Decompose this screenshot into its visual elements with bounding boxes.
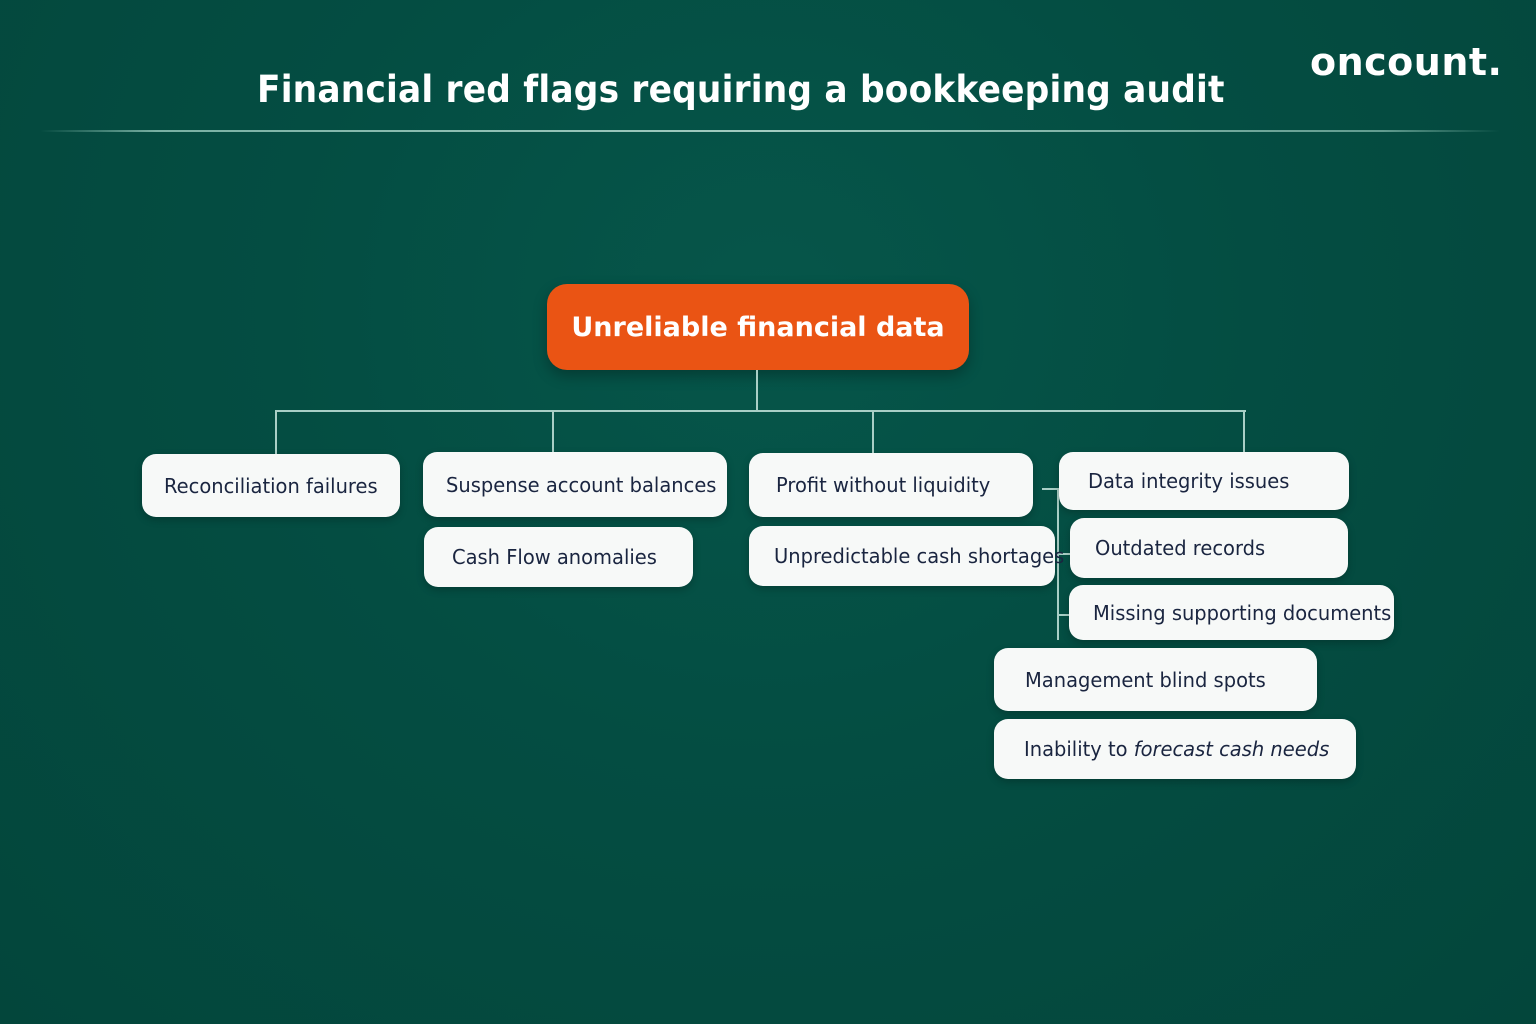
card-label: Unpredictable cash shortages bbox=[774, 544, 1065, 568]
connector-drop-suspense bbox=[552, 410, 554, 453]
card-inability-to-forecast-cash-needs: Inability to forecast cash needs bbox=[994, 719, 1356, 779]
card-suspense-account-balances: Suspense account balances bbox=[423, 452, 727, 517]
card-label: Data integrity issues bbox=[1088, 469, 1290, 493]
card-data-integrity-issues: Data integrity issues bbox=[1059, 452, 1349, 510]
card-label: Inability to forecast cash needs bbox=[1024, 737, 1329, 761]
oncount-logo: oncount. bbox=[1310, 40, 1503, 84]
root-node-label: Unreliable financial data bbox=[571, 311, 945, 343]
card-cash-flow-anomalies: Cash Flow anomalies bbox=[424, 527, 693, 587]
card-label-italic: forecast cash needs bbox=[1133, 737, 1330, 761]
root-node-unreliable-financial-data: Unreliable financial data bbox=[547, 284, 969, 370]
card-outdated-records: Outdated records bbox=[1070, 518, 1348, 578]
connector-tick-missing bbox=[1057, 614, 1070, 616]
card-label: Management blind spots bbox=[1025, 667, 1266, 692]
card-label: Profit without liquidity bbox=[776, 473, 991, 497]
card-label: Missing supporting documents bbox=[1093, 600, 1392, 625]
connector-data-integrity-spine bbox=[1057, 488, 1059, 640]
header-divider bbox=[40, 130, 1500, 132]
connector-profit-to-data-integrity bbox=[1042, 488, 1060, 490]
connector-drop-profit bbox=[872, 410, 874, 454]
card-label: Suspense account balances bbox=[446, 472, 717, 497]
card-label: Reconciliation failures bbox=[164, 473, 378, 498]
page-title: Financial red flags requiring a bookkeep… bbox=[257, 68, 1225, 111]
connector-tick-outdated bbox=[1057, 553, 1070, 555]
card-label: Cash Flow anomalies bbox=[452, 545, 657, 569]
connector-horizontal-bus bbox=[275, 410, 1246, 412]
card-management-blind-spots: Management blind spots bbox=[994, 648, 1317, 711]
connector-drop-reconciliation bbox=[275, 410, 277, 454]
card-label: Outdated records bbox=[1095, 536, 1266, 560]
card-missing-supporting-documents: Missing supporting documents bbox=[1069, 585, 1394, 640]
card-reconciliation-failures: Reconciliation failures bbox=[142, 454, 400, 517]
card-label-prefix: Inability to bbox=[1024, 737, 1134, 761]
connector-root-stem bbox=[756, 370, 758, 412]
connector-drop-data-integrity bbox=[1243, 410, 1245, 453]
card-profit-without-liquidity: Profit without liquidity bbox=[749, 453, 1033, 517]
card-unpredictable-cash-shortages: Unpredictable cash shortages bbox=[749, 526, 1064, 586]
